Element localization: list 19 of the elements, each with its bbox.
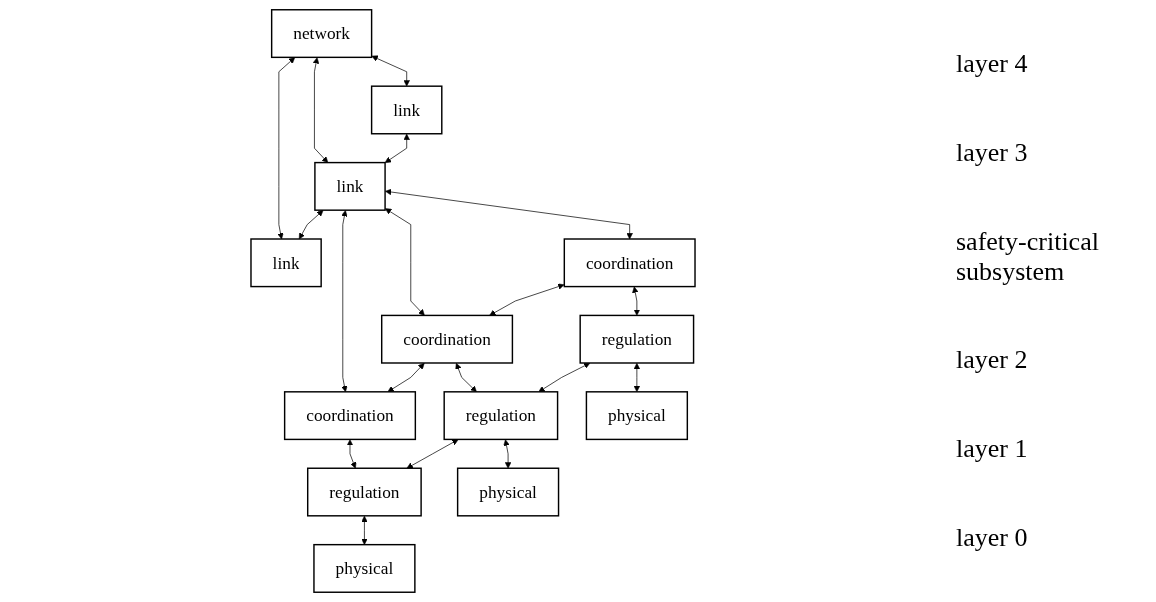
node-box: regulation [307,467,422,517]
layer-label: layer 1 [956,433,1029,464]
layer-label: safety-critical subsystem [956,226,1100,287]
layer-label: layer 2 [956,345,1029,376]
node-box: link [370,85,443,135]
node-box: regulation [443,391,559,441]
node-box: regulation [579,314,695,364]
node-box: physical [585,391,689,441]
node-box: physical [313,543,416,593]
node-box: coordination [381,314,514,364]
node-box: link [314,161,386,211]
layer-label: layer 3 [956,138,1029,168]
node-box: coordination [563,238,696,288]
node-box: link [250,238,322,288]
layer-label: layer 4 [956,49,1029,80]
node-box: coordination [283,391,417,441]
node-box: network [270,9,373,59]
layer-label: layer 0 [956,522,1029,553]
node-box: physical [456,467,560,517]
